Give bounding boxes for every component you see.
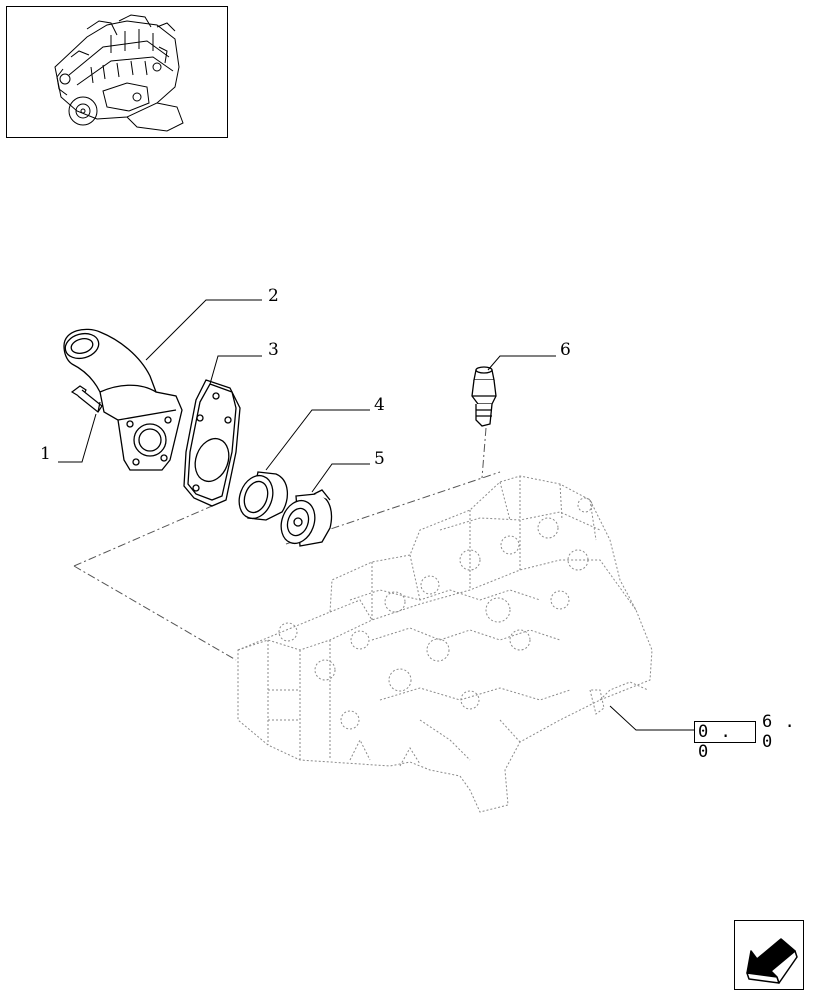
callout-4: 4 xyxy=(374,395,385,415)
callout-6: 6 xyxy=(560,340,571,360)
engine-thumbnail-frame xyxy=(6,6,228,138)
back-arrow-icon xyxy=(746,938,798,984)
leader-lines xyxy=(58,299,694,731)
part-1-bolt xyxy=(70,385,103,413)
part-6-sensor xyxy=(471,366,497,427)
reference-number: 6 . 0 xyxy=(762,712,796,752)
callout-3: 3 xyxy=(268,340,279,360)
part-3-gasket xyxy=(183,379,241,507)
callout-5: 5 xyxy=(374,449,385,469)
part-2-elbow-housing xyxy=(63,328,183,471)
reference-boxed-number: 0 . 0 xyxy=(694,721,756,762)
part-5-thermostat xyxy=(280,489,333,547)
part-4-seal-ring xyxy=(238,471,288,521)
callout-1: 1 xyxy=(40,444,51,464)
engine-thumbnail-icon xyxy=(54,14,184,132)
back-navigation-button[interactable] xyxy=(734,920,804,990)
cylinder-head-ghost xyxy=(237,475,653,813)
callout-2: 2 xyxy=(268,286,279,306)
section-reference[interactable]: 0 . 0 6 . 0 xyxy=(694,712,816,762)
